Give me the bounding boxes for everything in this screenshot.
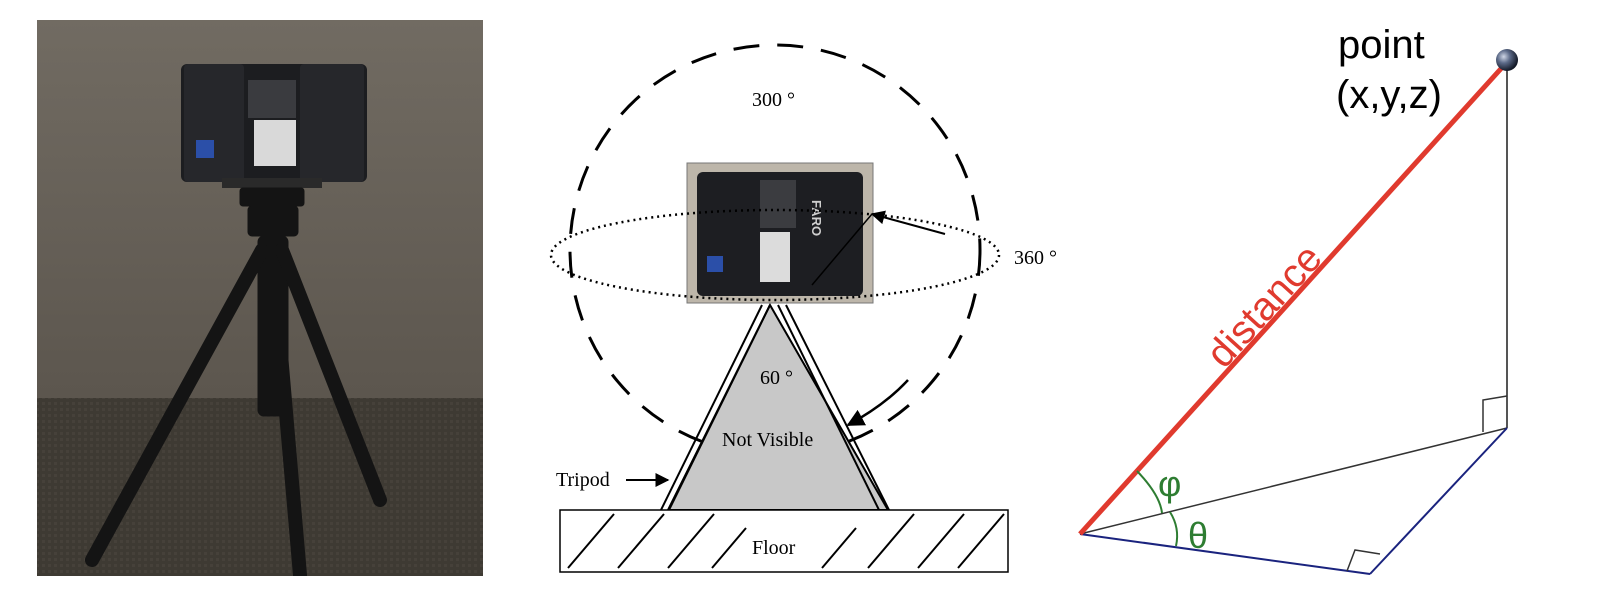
label-phi: φ	[1158, 463, 1181, 504]
blind-cone	[666, 302, 890, 511]
tripod-legs	[659, 304, 891, 513]
y-axis-projection	[1369, 427, 1508, 575]
floor-hatching	[567, 513, 1005, 569]
spherical-coordinates-diagram: point (x,y,z) distance φ θ	[1078, 23, 1518, 575]
scanner-fov-diagram: FARO 300 ° 360 ° 60 ° Not Visible Tripod…	[549, 43, 1057, 573]
cone-angle-arrow	[846, 379, 909, 427]
x-axis-projection	[1079, 533, 1371, 575]
scanner-brand-mark: FARO	[809, 200, 824, 236]
right-angle-mark-bottom	[1346, 549, 1381, 572]
label-floor: Floor	[752, 537, 796, 559]
label-blind-cone: 60 °	[760, 367, 793, 389]
scanner-photo	[37, 20, 483, 576]
horizontal-projection-line	[1079, 427, 1508, 535]
label-point-coordinates: (x,y,z)	[1336, 73, 1442, 117]
label-point: point	[1338, 23, 1425, 67]
phi-arc	[1136, 470, 1163, 514]
horizontal-fov-ellipse	[549, 208, 1001, 302]
photo-floor	[37, 398, 483, 576]
photo-scanner-body	[181, 64, 367, 188]
label-vertical-fov: 300 °	[752, 89, 795, 111]
diagram-scanner-image: FARO	[686, 162, 874, 304]
label-theta: θ	[1188, 515, 1208, 556]
theta-arc	[1169, 511, 1179, 547]
right-angle-mark-top	[1482, 395, 1508, 432]
point-marker	[1496, 49, 1518, 71]
floor-block	[559, 509, 1009, 573]
label-not-visible: Not Visible	[722, 429, 813, 451]
radius-line	[811, 213, 873, 286]
fov-arrow	[870, 210, 946, 235]
label-horizontal-fov: 360 °	[1014, 247, 1057, 269]
label-distance: distance	[1198, 236, 1331, 376]
label-tripod: Tripod	[556, 469, 610, 491]
photo-tripod	[85, 187, 387, 576]
distance-line	[1078, 60, 1509, 536]
